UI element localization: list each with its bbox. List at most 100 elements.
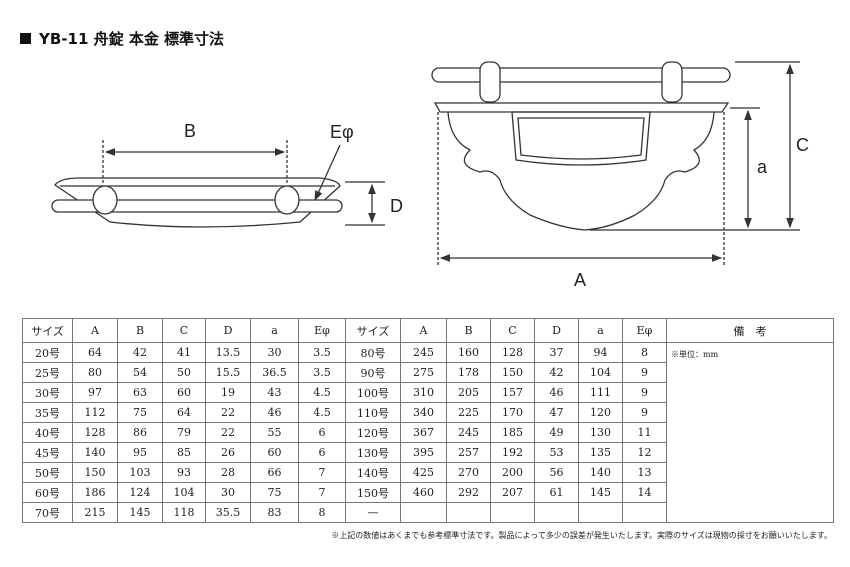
column-header: C	[490, 318, 535, 343]
table-cell: 292	[446, 482, 491, 503]
table-cell: 37	[534, 342, 579, 363]
table-cell: 35号	[22, 402, 73, 423]
table-cell: 145	[578, 482, 623, 503]
column-header: サイズ	[22, 318, 73, 343]
table-cell: 43	[250, 382, 299, 403]
table-cell: 245	[446, 422, 491, 443]
table-cell: 60号	[22, 482, 73, 503]
table-cell: 22	[205, 422, 251, 443]
column-header: B	[446, 318, 491, 343]
table-cell: 157	[490, 382, 535, 403]
bullet-square-icon	[20, 33, 31, 44]
table-cell: 15.5	[205, 362, 251, 383]
table-cell: 14	[622, 482, 667, 503]
table-cell: 50	[162, 362, 206, 383]
table-cell: 85	[162, 442, 206, 463]
table-cell: 36.5	[250, 362, 299, 383]
table-cell: 257	[446, 442, 491, 463]
column-header: 備 考	[666, 318, 834, 343]
table-cell: 80号	[345, 342, 401, 363]
table-cell: 120	[578, 402, 623, 423]
table-cell: 30	[205, 482, 251, 503]
table-cell: 13.5	[205, 342, 251, 363]
front-view	[431, 61, 800, 265]
table-cell: 128	[72, 422, 118, 443]
table-cell: 55	[250, 422, 299, 443]
table-cell: 207	[490, 482, 535, 503]
table-cell: 90号	[345, 362, 401, 383]
table-cell: 95	[117, 442, 163, 463]
table-cell: 49	[534, 422, 579, 443]
table-cell: 3.5	[298, 342, 346, 363]
table-cell: 61	[534, 482, 579, 503]
table-cell: 205	[446, 382, 491, 403]
table-cell: 6	[298, 422, 346, 443]
table-cell: 60	[250, 442, 299, 463]
table-cell: 64	[72, 342, 118, 363]
table-cell: 93	[162, 462, 206, 483]
table-cell: 41	[162, 342, 206, 363]
table-cell: 9	[622, 362, 667, 383]
table-cell	[578, 502, 623, 523]
table-cell: 185	[490, 422, 535, 443]
table-cell: 63	[117, 382, 163, 403]
table-cell: 80	[72, 362, 118, 383]
table-cell	[534, 502, 579, 523]
table-cell: 215	[72, 502, 118, 523]
table-cell: 135	[578, 442, 623, 463]
table-cell: 3.5	[298, 362, 346, 383]
table-cell: 6	[298, 442, 346, 463]
table-cell	[400, 502, 447, 523]
table-cell: 340	[400, 402, 447, 423]
table-cell: 75	[250, 482, 299, 503]
column-header: a	[578, 318, 623, 343]
table-cell: 9	[622, 382, 667, 403]
table-cell: 56	[534, 462, 579, 483]
table-cell: 460	[400, 482, 447, 503]
table-cell: 47	[534, 402, 579, 423]
table-cell: 19	[205, 382, 251, 403]
table-cell: 140号	[345, 462, 401, 483]
table-cell: 64	[162, 402, 206, 423]
label-A: A	[574, 270, 586, 290]
dimension-drawing: B Eφ D C a A	[51, 61, 809, 290]
title-text: YB-11 舟錠 本金 標準寸法	[39, 30, 225, 48]
table-cell: 42	[117, 342, 163, 363]
column-header: a	[250, 318, 299, 343]
table-cell: 275	[400, 362, 447, 383]
table-cell: 104	[578, 362, 623, 383]
column-header: D	[205, 318, 251, 343]
table-cell: 28	[205, 462, 251, 483]
table-cell: 8	[622, 342, 667, 363]
table-cell: 160	[446, 342, 491, 363]
table-cell: 25号	[22, 362, 73, 383]
remarks-cell: ※単位：mm	[666, 342, 834, 523]
table-cell: 53	[534, 442, 579, 463]
table-cell: 30号	[22, 382, 73, 403]
table-cell: 66	[250, 462, 299, 483]
table-cell	[446, 502, 491, 523]
table-cell: 4.5	[298, 382, 346, 403]
table-cell	[490, 502, 535, 523]
table-cell: 225	[446, 402, 491, 423]
label-E: Eφ	[330, 122, 354, 142]
table-cell: 112	[72, 402, 118, 423]
table-cell: 130号	[345, 442, 401, 463]
label-a: a	[757, 157, 768, 177]
table-cell: 192	[490, 442, 535, 463]
column-header: A	[72, 318, 118, 343]
page-title: YB-11 舟錠 本金 標準寸法	[20, 28, 224, 49]
table-cell: 13	[622, 462, 667, 483]
table-cell: 150号	[345, 482, 401, 503]
table-cell: 367	[400, 422, 447, 443]
table-cell: 70号	[22, 502, 73, 523]
table-cell: 11	[622, 422, 667, 443]
table-cell: 46	[534, 382, 579, 403]
table-cell: 35.5	[205, 502, 251, 523]
table-cell: 7	[298, 462, 346, 483]
